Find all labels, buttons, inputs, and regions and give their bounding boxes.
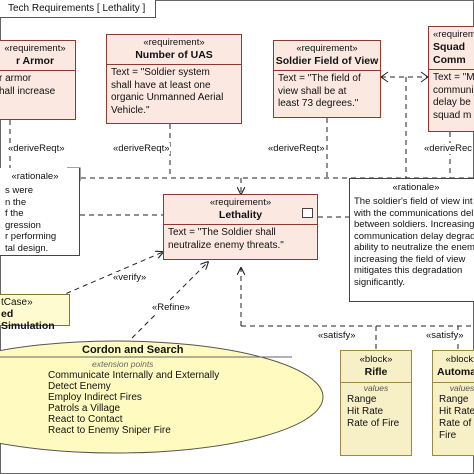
- block-value: Rate of Fire: [439, 418, 472, 441]
- extension-point: Communicate Internally and Externally: [48, 370, 220, 381]
- requirement-name: Squad Comm: [433, 41, 466, 66]
- testcase-name: ed Simulation: [1, 308, 55, 332]
- usecase-section: extension points: [92, 359, 154, 369]
- requirement-number-uas[interactable]: «requirement» Number of UAS Text = "Sold…: [106, 34, 242, 124]
- derive-label: «deriveReqt»: [113, 143, 170, 154]
- note-stereotype: «rationale»: [11, 171, 59, 182]
- stereotype-label: «requirement»: [4, 43, 66, 54]
- rationale-note-right[interactable]: «rationale» The soldier's field of view …: [349, 178, 474, 302]
- requirement-squad-comm[interactable]: «requirement» Squad Comm Text = "M commu…: [428, 26, 474, 132]
- divider: [107, 64, 241, 65]
- satisfy-label: «satisfy»: [426, 330, 464, 341]
- verify-arrow: [57, 252, 163, 298]
- block-stereotype: «block»: [445, 354, 474, 365]
- block-value: Hit Rate: [347, 406, 384, 417]
- requirement-icon: [302, 208, 313, 218]
- requirement-name: Soldier Field of View: [275, 55, 379, 67]
- extension-point: Patrols a Village: [48, 403, 121, 414]
- derive-label: «deriveReqt»: [8, 143, 65, 154]
- requirement-text: Text = "M communic delay be squad m: [433, 72, 474, 121]
- extension-point: Detect Enemy: [48, 381, 111, 392]
- satisfy-label: «satisfy»: [318, 330, 356, 341]
- stereotype-label: «requirement»: [209, 197, 272, 208]
- requirement-name: Lethality: [218, 209, 263, 221]
- block-rifle[interactable]: «block» Rifle values Range Hit Rate Rate…: [340, 350, 412, 456]
- requirement-text: Text = "Soldier system shall have at lea…: [111, 67, 224, 116]
- frame-tab: Tech Requirements [ Lethality ]: [0, 0, 157, 18]
- extension-point: React to Enemy Sniper Fire: [48, 425, 171, 436]
- derive-label: «deriveRec: [424, 143, 473, 154]
- testcase-simulation[interactable]: tCase» ed Simulation: [0, 294, 70, 332]
- stereotype-label: «requirement»: [296, 43, 358, 54]
- note-text: s were n the f the gression r performing…: [5, 185, 57, 254]
- block-value: Hit Rate: [439, 406, 474, 417]
- requirement-field-of-view[interactable]: «requirement» Soldier Field of View Text…: [273, 40, 381, 118]
- block-section: values: [341, 382, 411, 394]
- extension-point: Employ Indirect Fires: [48, 392, 142, 403]
- requirement-name: r Armor: [15, 55, 55, 67]
- note-text: The soldier's field of view int with the…: [354, 196, 474, 288]
- refine-label: «Refine»: [152, 302, 191, 313]
- block-value: Range: [347, 394, 377, 405]
- divider: [429, 69, 474, 70]
- derive-label: «deriveReqt»: [268, 143, 325, 154]
- requirement-text: r armor hall increase: [0, 73, 56, 97]
- block-value: Rate of Fire: [347, 418, 400, 429]
- usecase-ellipse[interactable]: [0, 340, 324, 454]
- block-name: Automa: [437, 366, 474, 378]
- testcase-stereotype: tCase»: [1, 297, 33, 308]
- requirement-name: Number of UAS: [135, 49, 213, 61]
- divider: [0, 70, 75, 71]
- stereotype-label: «requirement»: [143, 37, 205, 48]
- divider: [164, 224, 317, 225]
- requirement-body-armor[interactable]: «requirement» r Armor r armor hall incre…: [0, 40, 76, 120]
- extension-point: React to Contact: [48, 414, 123, 425]
- block-stereotype: «block»: [359, 354, 393, 365]
- block-automatic[interactable]: «block» Automa values Range Hit Rate Rat…: [432, 350, 474, 456]
- requirement-lethality[interactable]: «requirement» Lethality Text = "The Sold…: [163, 194, 318, 260]
- stereotype-label: «requirement»: [433, 29, 474, 40]
- frame-title: Tech Requirements [ Lethality ]: [8, 3, 146, 14]
- rationale-note-left[interactable]: «rationale» s were n the f the gression …: [0, 168, 80, 256]
- requirement-text: Text = "The Soldier shall neutralize ene…: [168, 227, 284, 251]
- block-name: Rifle: [364, 366, 388, 378]
- usecase-name: Cordon and Search: [82, 344, 184, 356]
- block-section: values: [433, 382, 474, 394]
- verify-label: «verify»: [113, 272, 147, 283]
- block-value: Range: [439, 394, 469, 405]
- requirement-text: Text = "The field of view shall be at le…: [278, 73, 361, 109]
- divider: [274, 70, 380, 71]
- note-stereotype: «rationale»: [392, 182, 440, 193]
